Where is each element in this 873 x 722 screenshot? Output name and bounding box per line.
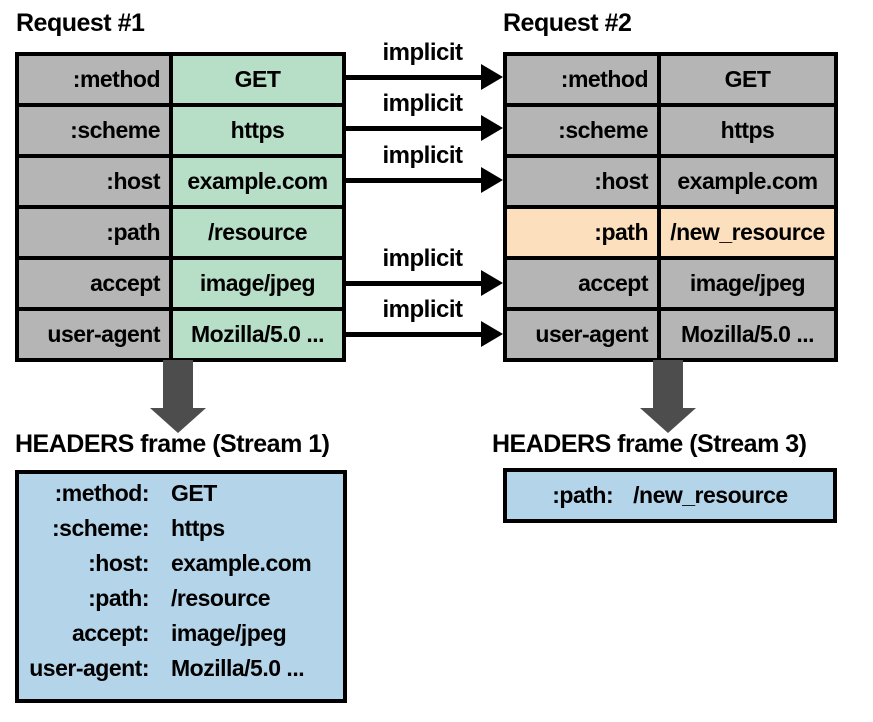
request1-key-host: :host [19, 158, 169, 205]
implicit-label: implicit [382, 90, 463, 117]
request2-key-scheme: :scheme [507, 107, 657, 154]
request2-value-method: GET [661, 56, 834, 103]
frame1-line-user-agent: user-agent: Mozilla/5.0 ... [19, 651, 343, 686]
implicit-arrow-host: implicit [345, 142, 503, 193]
request2-value-scheme: https [661, 107, 834, 154]
request2-value-user-agent: Mozilla/5.0 ... [661, 311, 834, 358]
frame-line-key: :scheme: [52, 515, 149, 541]
frame1-box: :method: GET :scheme: https :host: examp… [15, 470, 347, 703]
frame-line-value: /new_resource [633, 482, 788, 508]
frame-line-value: example.com [171, 550, 312, 576]
request2-value-path-highlighted: /new_resource [661, 209, 834, 256]
frame-line-key: :path: [552, 482, 614, 508]
arrow-head-icon [481, 321, 503, 347]
arrow-head-icon [481, 115, 503, 141]
implicit-label: implicit [382, 296, 463, 323]
frame-line-value: https [171, 515, 225, 541]
down-arrow-head-icon-right [640, 408, 696, 433]
implicit-arrow-user-agent: implicit [345, 296, 503, 347]
implicit-arrow-method: implicit [345, 39, 503, 90]
frame1-line-path: :path: /resource [19, 581, 343, 616]
frame-line-value: Mozilla/5.0 ... [171, 655, 305, 681]
request1-value-path: /resource [173, 209, 342, 256]
arrow-line [345, 178, 485, 183]
implicit-arrow-scheme: implicit [345, 90, 503, 141]
arrow-line [345, 126, 485, 131]
request1-key-path: :path [19, 209, 169, 256]
request1-key-user-agent: user-agent [19, 311, 169, 358]
request1-value-host: example.com [173, 158, 342, 205]
request2-key-user-agent: user-agent [507, 311, 657, 358]
frame2-title: HEADERS frame (Stream 3) [492, 430, 807, 458]
frame-line-value: image/jpeg [171, 620, 287, 646]
request1-value-method: GET [173, 56, 342, 103]
frame-line-key: :path: [88, 585, 149, 611]
down-arrow-shaft-right [653, 360, 683, 408]
frame-line-value: /resource [171, 585, 271, 611]
request1-table: :method GET :scheme https :host example.… [15, 52, 346, 362]
frame-line-key: :host: [88, 550, 149, 576]
frame-line-key: accept: [71, 620, 150, 646]
request1-key-scheme: :scheme [19, 107, 169, 154]
frame1-title: HEADERS frame (Stream 1) [15, 430, 330, 458]
frame1-line-accept: accept: image/jpeg [19, 616, 343, 651]
down-arrow-shaft-left [163, 360, 193, 408]
request2-key-accept: accept [507, 260, 657, 307]
arrow-line [345, 75, 485, 80]
frame1-line-method: :method: GET [19, 476, 343, 511]
request2-title: Request #2 [503, 9, 632, 37]
request2-table: :method GET :scheme https :host example.… [503, 52, 838, 362]
request2-value-accept: image/jpeg [661, 260, 834, 307]
request1-value-scheme: https [173, 107, 342, 154]
frame2-box: :path: /new_resource [503, 468, 837, 523]
frame-line-key: user-agent: [29, 655, 149, 681]
implicit-label: implicit [382, 39, 463, 66]
request2-value-host: example.com [661, 158, 834, 205]
implicit-label: implicit [382, 245, 463, 272]
arrow-head-icon [481, 64, 503, 90]
request1-value-accept: image/jpeg [173, 260, 342, 307]
down-arrow-head-icon-left [150, 408, 206, 433]
request1-key-accept: accept [19, 260, 169, 307]
arrow-line [345, 281, 485, 286]
request2-key-method: :method [507, 56, 657, 103]
request2-key-host: :host [507, 158, 657, 205]
arrow-head-icon [481, 167, 503, 193]
request2-key-path-highlighted: :path [507, 209, 657, 256]
request1-value-user-agent: Mozilla/5.0 ... [173, 311, 342, 358]
implicit-arrow-accept: implicit [345, 245, 503, 296]
frame1-line-host: :host: example.com [19, 546, 343, 581]
arrow-line [345, 332, 485, 337]
frame1-line-scheme: :scheme: https [19, 511, 343, 546]
frame-line-value: GET [171, 480, 217, 506]
request1-key-method: :method [19, 56, 169, 103]
frame-line-key: :method: [54, 480, 150, 506]
implicit-label: implicit [382, 142, 463, 169]
request1-title: Request #1 [16, 9, 145, 37]
arrow-head-icon [481, 270, 503, 296]
